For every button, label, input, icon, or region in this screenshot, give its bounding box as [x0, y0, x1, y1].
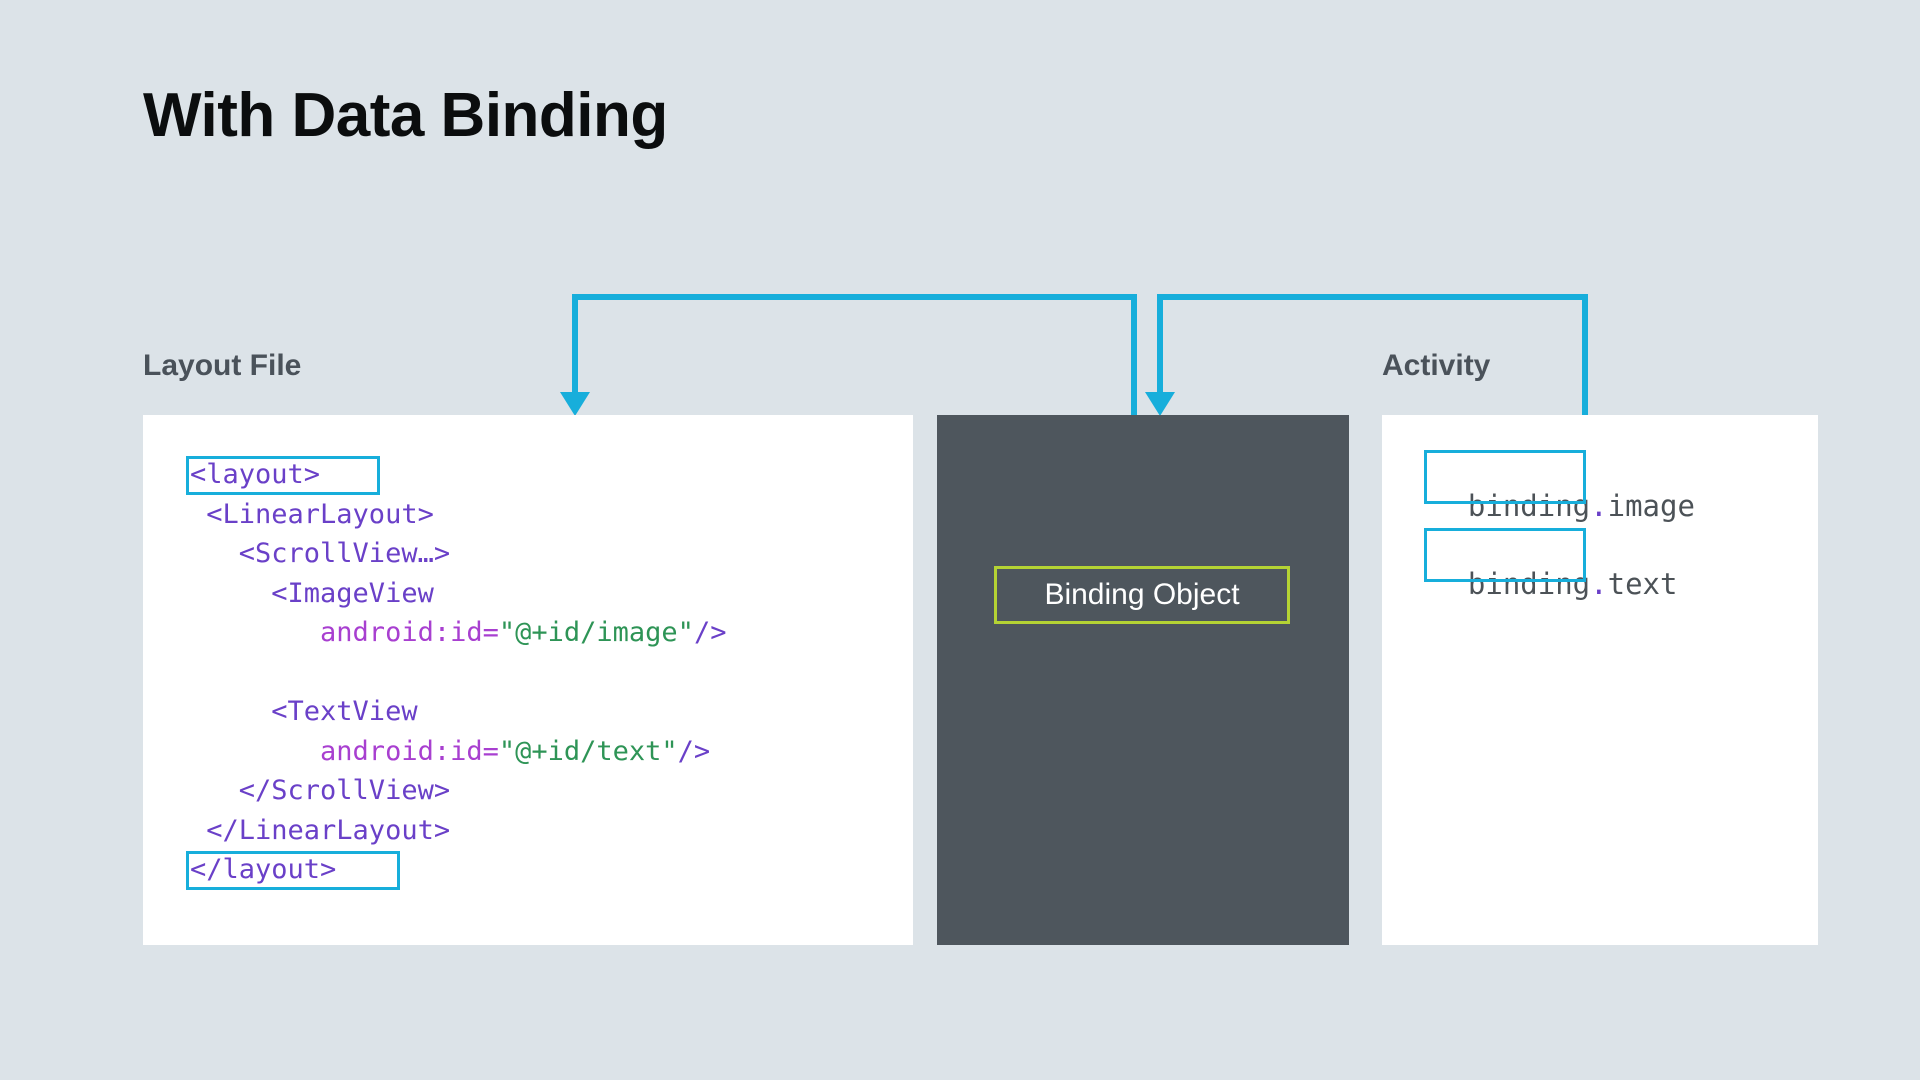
activity-binding-suffix: image	[1607, 489, 1695, 523]
binding-object-panel	[937, 415, 1349, 945]
code-line: android:id="@+id/image"/>	[190, 613, 726, 653]
code-token-attr: android:id=	[190, 617, 499, 648]
code-token-tag: />	[693, 617, 727, 648]
code-token-tag: </layout>	[190, 854, 337, 885]
arrowhead-down-right	[1145, 392, 1175, 416]
code-token-tag: />	[677, 735, 711, 767]
binding-object-label: Binding Object	[1044, 578, 1240, 611]
page-title: With Data Binding	[143, 81, 668, 150]
activity-binding-dot: .	[1590, 489, 1608, 523]
code-line: android:id="@+id/text"/>	[190, 732, 726, 772]
code-token-tag: </LinearLayout>	[190, 814, 451, 846]
code-line: </LinearLayout>	[190, 811, 726, 851]
binding-object-highlight-box: Binding Object	[994, 566, 1290, 624]
activity-code-line-binding-text: binding.text	[1433, 541, 1678, 601]
code-line: </ScrollView>	[190, 771, 726, 811]
code-token-val: "@+id/image"	[498, 617, 694, 648]
layout-file-panel	[143, 415, 913, 945]
code-token-attr: android:id=	[190, 735, 499, 767]
connector-layout-to-binding	[560, 294, 1137, 416]
code-line: <layout>	[190, 455, 726, 495]
code-line: <TextView	[190, 692, 726, 732]
code-token-tag: <TextView	[190, 696, 418, 727]
arrowhead-down-left	[560, 392, 590, 416]
layout-file-code-block: <layout> <LinearLayout> <ScrollView…> <I…	[190, 455, 726, 890]
code-line: <LinearLayout>	[190, 495, 726, 535]
code-token-tag: </ScrollView>	[190, 775, 451, 806]
code-token-tag: <layout>	[190, 459, 321, 490]
activity-binding-prefix: binding	[1467, 567, 1591, 601]
heading-layout-file: Layout File	[143, 349, 302, 382]
code-token-tag: <LinearLayout>	[190, 498, 434, 530]
code-line: <ImageView	[190, 574, 726, 614]
connector-binding-to-activity	[1145, 294, 1588, 416]
code-line	[190, 653, 726, 693]
code-line: <ScrollView…>	[190, 534, 726, 574]
code-token-tag: <ScrollView…>	[190, 538, 451, 569]
heading-activity: Activity	[1382, 349, 1491, 382]
activity-binding-prefix: binding	[1467, 489, 1591, 523]
code-token-val: "@+id/text"	[498, 735, 678, 767]
activity-binding-suffix: text	[1607, 567, 1678, 601]
code-token-tag: <ImageView	[190, 577, 434, 609]
activity-binding-dot: .	[1590, 567, 1608, 601]
code-line: </layout>	[190, 850, 726, 890]
activity-code-line-binding-image: binding.image	[1433, 463, 1695, 521]
